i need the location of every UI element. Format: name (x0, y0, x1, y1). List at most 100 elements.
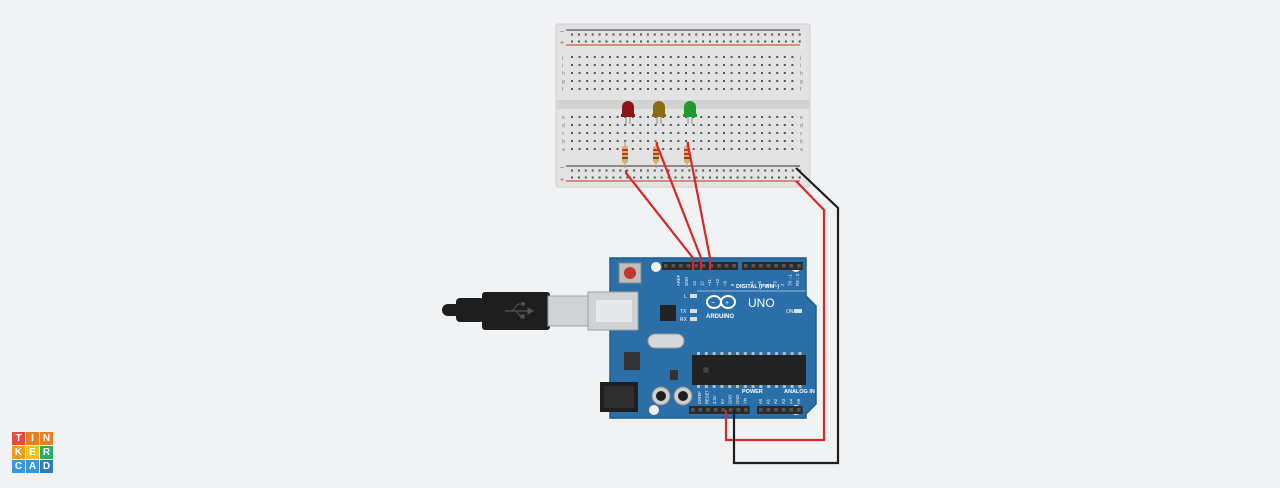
resistors[interactable] (622, 141, 690, 168)
pin-label: ~11 (707, 279, 712, 286)
svg-text:+: + (725, 300, 729, 307)
pin-label: 2 (780, 283, 785, 286)
pin-label: RX←0 (795, 273, 800, 286)
digital-label: DIGITAL (PWM~) (736, 284, 780, 290)
row-label: g (562, 79, 565, 85)
row-label: i (800, 63, 801, 69)
pin-label: A0 (758, 398, 763, 404)
rail-plus-label: + (560, 40, 564, 47)
svg-text:−: − (711, 300, 715, 307)
pin-label: A2 (773, 398, 778, 404)
pin-label: AREF (676, 274, 681, 286)
pin-label: 8 (730, 283, 735, 286)
pin-label: ~10 (715, 278, 720, 286)
pin-label: ~6 (750, 281, 755, 286)
pin-label: 5V (720, 399, 725, 404)
pin-label: ~9 (722, 281, 727, 286)
logo-letter: T (12, 432, 25, 445)
pin-label: A1 (766, 398, 771, 404)
red-led[interactable] (621, 101, 635, 124)
row-label: b (562, 139, 565, 145)
row-label: j (799, 55, 801, 61)
arduino-logo-icon: − + (706, 295, 736, 309)
rail-minus-label: − (560, 29, 564, 36)
pin-label: RESET (705, 390, 710, 404)
pin-label: 12 (700, 281, 705, 286)
analog-label: ANALOG IN (784, 389, 815, 395)
voltage-regulator (624, 352, 640, 370)
row-label: h (800, 71, 803, 77)
label-l: L (684, 294, 687, 300)
label-tx: TX (680, 309, 687, 315)
pin-label: ~5 (757, 281, 762, 286)
label-on: ON (786, 309, 794, 315)
arduino-uno-board[interactable]: L TX RX ON − + ARDUINO UNO DIGITAL (PWM~… (587, 257, 817, 419)
pin-label: ~3 (772, 281, 777, 286)
logo-letter: E (26, 446, 39, 459)
wire-black-gnd (732, 167, 840, 465)
row-label: g (800, 79, 803, 85)
row-label: a (562, 147, 565, 153)
pin-label: Vin (743, 397, 748, 404)
pin-label: GND (684, 277, 689, 286)
pin-label: GND (735, 395, 740, 404)
row-label: c (562, 131, 565, 137)
arduino-brand: ARDUINO (706, 314, 734, 320)
logo-letter: R (40, 446, 53, 459)
resistor-2[interactable] (653, 141, 659, 168)
row-label: d (800, 123, 803, 129)
row-label: b (800, 139, 803, 145)
wire-red-5v (724, 180, 826, 442)
pin-label: GND (727, 395, 732, 404)
wire-red-pin13 (624, 170, 695, 270)
wire-red-pin12 (655, 142, 703, 270)
row-label: c (800, 131, 803, 137)
wire-red-pin11 (686, 142, 712, 270)
pin-label: 13 (692, 281, 697, 286)
led-on (794, 309, 802, 313)
atmega-chip (692, 355, 806, 385)
resistor-1[interactable] (622, 141, 628, 168)
usb-cable[interactable] (442, 292, 589, 330)
crystal (647, 333, 685, 349)
yellow-led[interactable] (652, 101, 666, 124)
pin-label: A3 (781, 398, 786, 404)
led-rx (690, 317, 697, 321)
led-tx (690, 309, 697, 313)
row-label: f (562, 87, 564, 93)
wires[interactable] (624, 142, 840, 465)
row-label: i (562, 63, 563, 69)
power-label: POWER (742, 389, 763, 395)
logo-letter: A (26, 460, 39, 473)
pin-label: 7 (742, 283, 747, 286)
row-label: j (561, 55, 563, 61)
arduino-model: UNO (748, 296, 775, 310)
logo-letter: C (12, 460, 25, 473)
logo-letter: I (26, 432, 39, 445)
usb-chip (660, 305, 676, 321)
logo-letter: N (40, 432, 53, 445)
rail-plus-label-bottom: + (560, 177, 564, 184)
green-led[interactable] (683, 101, 697, 124)
led-l (690, 294, 697, 298)
pin-label: IOREF (697, 391, 702, 404)
logo-letter: K (12, 446, 25, 459)
row-label: d (562, 123, 565, 129)
usb-symbol-icon (505, 301, 534, 319)
logo-letter: D (40, 460, 53, 473)
row-label: e (800, 115, 803, 121)
rail-minus-label-bottom: − (560, 165, 564, 172)
pin-label: 4 (765, 283, 770, 286)
pin-label: 3.3V (712, 395, 717, 404)
row-label: h (562, 71, 565, 77)
row-label: e (562, 115, 565, 121)
row-label: f (800, 87, 802, 93)
row-label: a (800, 147, 803, 153)
label-rx: RX (680, 317, 688, 323)
pin-label: A4 (788, 398, 793, 404)
pin-label: TX→1 (788, 273, 793, 286)
pin-label: A5 (796, 398, 801, 404)
